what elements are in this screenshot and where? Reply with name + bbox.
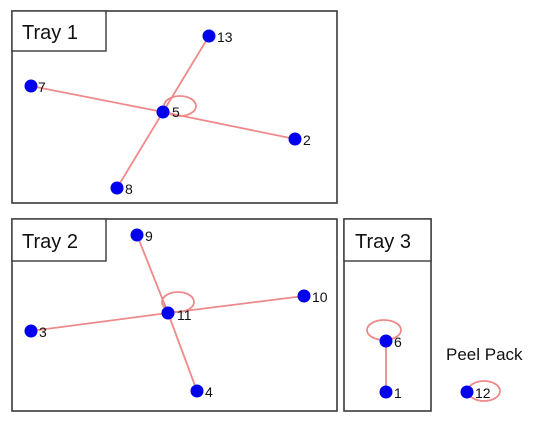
tray-1-title: Tray 1 [22, 22, 78, 44]
node-13-label: 13 [217, 29, 233, 45]
node-2-label: 2 [303, 132, 311, 148]
edges [30, 35, 387, 392]
node-1 [379, 385, 393, 399]
node-3-label: 3 [39, 324, 47, 340]
node-12-label: 12 [475, 385, 491, 401]
node-8 [110, 181, 124, 195]
peel-pack-label: Peel Pack [446, 345, 523, 364]
self-loop-11 [161, 291, 195, 313]
tray-2-title-box [11, 218, 107, 262]
tray-3-title-box [343, 218, 432, 262]
tray-3-title: Tray 3 [355, 231, 411, 253]
edge-5-2 [162, 111, 296, 140]
edge-5-8 [116, 111, 164, 189]
node-5 [156, 105, 170, 119]
node-7-label: 7 [38, 79, 46, 95]
node-11 [161, 306, 175, 320]
node-3 [24, 324, 38, 338]
tray-2-panel: Tray 2 [11, 218, 338, 412]
edge-11-4 [167, 312, 198, 392]
edge-5-13 [162, 35, 210, 113]
node-5-label: 5 [172, 104, 180, 120]
tray-1-panel: Tray 1 [11, 10, 338, 204]
edge-11-3 [30, 312, 169, 332]
node-7 [24, 79, 38, 93]
tray-3-panel: Tray 3 [343, 218, 432, 412]
node-11-label: 11 [177, 307, 192, 323]
node-13 [202, 29, 216, 43]
node-8-label: 8 [125, 181, 133, 197]
edge-5-7 [30, 85, 164, 113]
node-4 [190, 384, 204, 398]
node-6 [379, 334, 393, 348]
tray-2-title: Tray 2 [22, 231, 78, 253]
tray-1-title-box [11, 10, 107, 52]
node-10 [297, 289, 311, 303]
node-1-label: 1 [394, 385, 402, 401]
edge-11-10 [167, 295, 305, 314]
node-10-label: 10 [312, 289, 328, 305]
node-4-label: 4 [205, 384, 213, 400]
node-2 [288, 132, 302, 146]
node-9 [130, 228, 144, 242]
node-9-label: 9 [145, 228, 153, 244]
node-12 [460, 385, 474, 399]
node-6-label: 6 [394, 334, 402, 350]
nodes: 5 13 7 2 8 9 11 10 3 4 6 1 12 [24, 29, 491, 401]
tray-2-frame [11, 218, 338, 412]
